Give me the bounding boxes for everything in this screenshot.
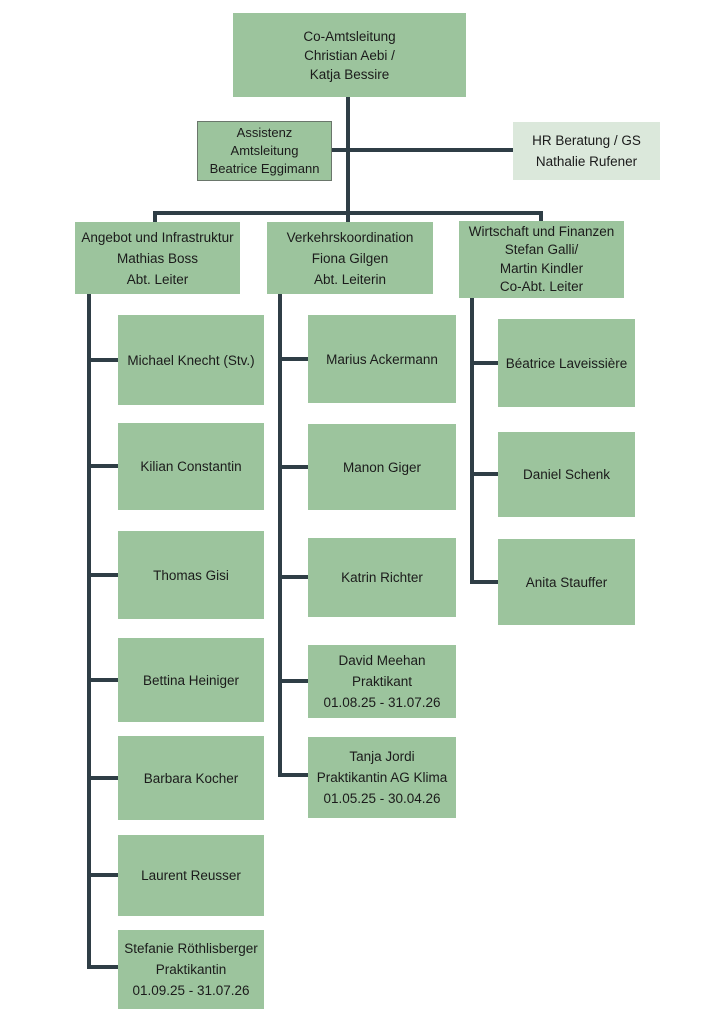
box-line: Amtsleitung <box>230 143 299 158</box>
box-line: Nathalie Rufener <box>535 154 638 169</box>
org-box-member: Manon Giger <box>308 424 456 510</box>
connector-tick <box>89 873 118 877</box>
connector-root-stem <box>346 97 350 222</box>
box-line: Katja Bessire <box>309 66 390 82</box>
box-line: Béatrice Laveissière <box>505 355 628 371</box>
box-line: Anita Stauffer <box>525 574 608 590</box>
box-line: Tanja Jordi <box>349 749 415 764</box>
box-line: Assistenz <box>236 125 293 140</box>
org-box-dept-verkehr: Verkehrskoordination Fiona Gilgen Abt. L… <box>267 222 433 294</box>
box-line: Bettina Heiniger <box>142 672 240 688</box>
connector-stub-dept1 <box>153 211 157 222</box>
org-box-hr-beratung: HR Beratung / GS Nathalie Rufener <box>513 122 660 180</box>
box-line: Wirtschaft und Finanzen <box>468 223 615 239</box>
box-line: Laurent Reusser <box>141 868 241 883</box>
box-line: Manon Giger <box>342 459 422 475</box>
box-line: Mathias Boss <box>116 250 199 266</box>
org-box-member: David Meehan Praktikant 01.08.25 - 31.07… <box>308 645 456 718</box>
org-box-member: Thomas Gisi <box>118 531 264 619</box>
org-box-member: Béatrice Laveissière <box>498 319 635 407</box>
box-line: Stefanie Röthlisberger <box>124 941 258 956</box>
box-line: Co-Amtsleitung <box>303 28 396 44</box>
box-line: Beatrice Eggimann <box>209 161 320 176</box>
box-line: Christian Aebi / <box>304 47 395 63</box>
org-box-member: Tanja Jordi Praktikantin AG Klima 01.05.… <box>308 737 456 818</box>
connector-stub-dept3 <box>539 211 543 222</box>
box-line: Barbara Kocher <box>143 770 239 786</box>
org-box-member: Barbara Kocher <box>118 736 264 820</box>
box-line: Praktikantin AG Klima <box>316 770 448 785</box>
connector-branch <box>153 211 543 215</box>
org-box-member: Katrin Richter <box>308 538 456 617</box>
connector-assistant-hr <box>330 148 513 152</box>
box-line: Martin Kindler <box>499 260 584 276</box>
box-line: Co-Abt. Leiter <box>499 279 584 294</box>
box-line: Praktikantin <box>155 962 227 977</box>
org-box-member: Marius Ackermann <box>308 315 456 403</box>
connector-tick <box>472 361 498 365</box>
box-line: Daniel Schenk <box>522 467 611 482</box>
org-box-member: Anita Stauffer <box>498 539 635 625</box>
org-box-member: Kilian Constantin <box>118 423 264 510</box>
box-line: Fiona Gilgen <box>311 250 389 266</box>
connector-tick <box>280 575 308 579</box>
box-line: 01.09.25 - 31.07.26 <box>132 983 250 998</box>
org-box-member: Laurent Reusser <box>118 835 264 916</box>
box-line: David Meehan <box>338 653 426 668</box>
org-box-member: Daniel Schenk <box>498 432 635 517</box>
org-box-co-amtsleitung: Co-Amtsleitung Christian Aebi / Katja Be… <box>233 13 466 97</box>
connector-tick <box>89 965 118 969</box>
org-box-member: Stefanie Röthlisberger Praktikantin 01.0… <box>118 930 264 1009</box>
box-line: Stefan Galli/ <box>504 242 579 257</box>
box-line: 01.05.25 - 30.04.26 <box>323 791 441 806</box>
org-box-member: Michael Knecht (Stv.) <box>118 315 264 405</box>
org-box-dept-wirtschaft: Wirtschaft und Finanzen Stefan Galli/ Ma… <box>459 221 624 298</box>
box-line: Thomas Gisi <box>153 567 229 583</box>
box-line: Abt. Leiterin <box>313 271 387 287</box>
connector-tick <box>472 580 498 584</box>
connector-tick <box>89 358 118 362</box>
org-box-dept-angebot: Angebot und Infrastruktur Mathias Boss A… <box>75 222 240 294</box>
box-line: Katrin Richter <box>341 570 423 585</box>
box-line: Angebot und Infrastruktur <box>81 229 234 245</box>
box-line: Marius Ackermann <box>326 351 438 367</box>
connector-tick <box>280 679 308 683</box>
connector-spine-dept1 <box>87 294 91 969</box>
connector-tick <box>89 678 118 682</box>
box-line: HR Beratung / GS <box>532 133 641 148</box>
connector-tick <box>280 773 308 777</box>
connector-tick <box>280 465 308 469</box>
box-line: Praktikant <box>351 674 413 689</box>
connector-tick <box>89 776 118 780</box>
connector-tick <box>472 472 498 476</box>
box-line: Verkehrskoordination <box>286 229 414 245</box>
connector-tick <box>280 357 308 361</box>
connector-tick <box>89 464 118 468</box>
box-line: 01.08.25 - 31.07.26 <box>323 695 441 710</box>
connector-spine-dept3 <box>470 298 474 584</box>
box-line: Abt. Leiter <box>126 271 189 287</box>
box-line: Kilian Constantin <box>140 459 242 474</box>
connector-spine-dept2 <box>278 294 282 777</box>
box-line: Michael Knecht (Stv.) <box>127 352 255 368</box>
org-box-member: Bettina Heiniger <box>118 638 264 722</box>
org-box-assistenz: Assistenz Amtsleitung Beatrice Eggimann <box>197 121 332 181</box>
connector-tick <box>89 573 118 577</box>
